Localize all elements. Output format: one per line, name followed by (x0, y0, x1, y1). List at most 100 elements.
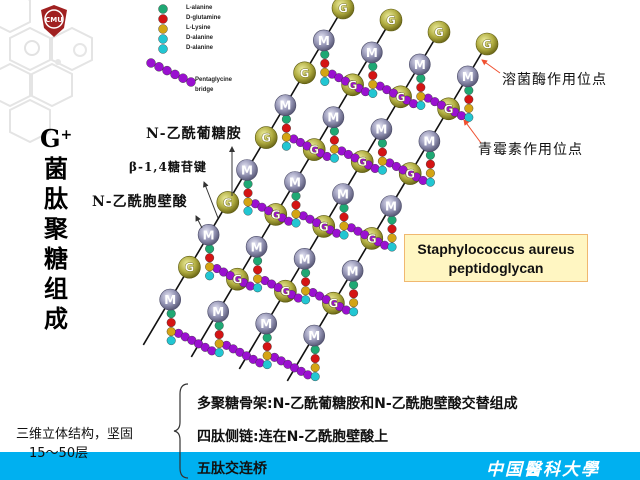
tetrapeptide-bead (310, 345, 320, 355)
tetrapeptide-bead (301, 295, 311, 305)
tetrapeptide-bead (387, 215, 397, 225)
label-glycosidic-bond: β-1,4糖苷键 (129, 160, 207, 174)
tetrapeptide-bead (253, 265, 263, 275)
nam-bead-letter: M (260, 317, 272, 331)
summary-item-pentapeptide-bridge: 五肽交连桥 (197, 461, 267, 477)
tetrapeptide-bead (416, 91, 426, 101)
summary-item-tetrapeptide: 四肽侧链:连在N-乙酰胞壁酸上 (197, 429, 389, 445)
tetrapeptide-bead (205, 253, 215, 263)
nag-bead-letter: G (261, 131, 271, 145)
pentaglycine-bridge-bead (370, 163, 380, 173)
tetrapeptide-bead (205, 244, 215, 254)
tetrapeptide-bead (349, 280, 359, 290)
nam-bead-letter: M (347, 264, 359, 278)
tetrapeptide-bead (291, 218, 301, 228)
tetrapeptide-bead (310, 354, 320, 364)
legend-amino-acid-bead (158, 34, 168, 44)
footer-university-logo: 中国醫科大學 (486, 460, 600, 480)
slide-title: G+ 菌 肽 聚 糖 组 成 (40, 124, 73, 333)
label-penicillin-site: 青霉素作用位点 (478, 142, 583, 158)
nam-bead (380, 195, 402, 217)
nag-bead-letter: G (338, 2, 348, 16)
tetrapeptide-bead (464, 85, 474, 95)
glycosidic-bond-arrow (203, 181, 219, 219)
nam-bead-letter: M (299, 252, 311, 266)
tetrapeptide-bead (339, 203, 349, 213)
nam-bead-letter: M (414, 58, 426, 72)
tetrapeptide-bead (464, 103, 474, 113)
pentaglycine-bridge-bead (332, 228, 342, 238)
nam-bead (456, 65, 479, 88)
nam-bead (207, 300, 229, 323)
pentaglycine-bridge-bead (360, 87, 370, 97)
nam-bead (293, 247, 316, 270)
tetrapeptide-bead (262, 333, 272, 343)
tetrapeptide-bead (291, 209, 301, 219)
curly-brace (173, 383, 189, 479)
pentaglycine-bridge-bead (255, 358, 265, 368)
nam-bead-letter: M (375, 123, 387, 137)
nam-bead (255, 312, 278, 335)
nam-bead-letter: M (385, 200, 397, 214)
nam-bead-letter: M (327, 111, 339, 125)
label-nam: N-乙酰胞壁酸 (92, 194, 188, 210)
nam-bead (197, 224, 220, 246)
tetrapeptide-bead (377, 147, 387, 157)
nam-bead-letter: M (203, 228, 215, 242)
tetrapeptide-bead (377, 156, 387, 166)
tetrapeptide-bead (291, 191, 301, 201)
tetrapeptide-bead (368, 70, 378, 80)
pentaglycine-bridge-bead (303, 370, 313, 380)
tetrapeptide-bead (243, 197, 253, 207)
tetrapeptide-bead (377, 138, 387, 148)
tetrapeptide-bead (166, 336, 176, 346)
legend (146, 4, 196, 87)
university-logo: CMU (41, 5, 67, 37)
tetrapeptide-bead (281, 114, 291, 124)
tetrapeptide-bead (214, 348, 224, 358)
tetrapeptide-bead (387, 224, 397, 234)
nam-bead-letter: M (289, 176, 301, 190)
nam-bead (236, 159, 258, 181)
tetrapeptide-bead (281, 132, 291, 142)
tetrapeptide-bead (416, 73, 426, 83)
legend-label-d-alanine: D-alanine (186, 35, 214, 41)
legend-glycine-bead (170, 69, 180, 80)
tetrapeptide-bead (214, 339, 224, 349)
tetrapeptide-bead (301, 277, 311, 287)
tetrapeptide-bead (310, 363, 320, 373)
tetrapeptide-bead (310, 372, 320, 382)
nag-bead-letter: G (405, 167, 415, 181)
tetrapeptide-bead (368, 88, 378, 98)
pentaglycine-bridge-bead (245, 281, 255, 291)
nag-bead (216, 191, 240, 214)
legend-label-pentaglycine: Pentaglycine (195, 77, 233, 83)
nag-bead-letter: G (348, 78, 358, 92)
pentaglycine-bridge-bead (408, 99, 418, 109)
tetrapeptide-bead (253, 256, 263, 266)
nam-bead (274, 94, 297, 116)
tetrapeptide-bead (464, 94, 474, 104)
nam-bead-letter: M (212, 305, 224, 319)
tetrapeptide-bead (166, 318, 176, 328)
nag-bead-letter: G (444, 102, 454, 116)
nag-bead (475, 32, 499, 56)
nag-bead-letter: G (482, 38, 492, 52)
label-nag: N-乙酰葡糖胺 (146, 126, 242, 142)
legend-label-d-glutamine: D-glutamine (186, 15, 221, 21)
tetrapeptide-bead (214, 321, 224, 331)
nam-bead (284, 171, 306, 193)
legend-amino-acid-bead (158, 44, 168, 54)
nag-bead-letter: G (367, 232, 377, 246)
university-logo-text: CMU (45, 16, 63, 24)
nam-bead-letter: M (366, 46, 378, 60)
nam-bead-letter: M (241, 164, 253, 178)
structure-note: 三维立体结构，坚固 (16, 427, 134, 442)
nag-bead-letter: G (223, 196, 233, 210)
nam-bead-letter: M (318, 34, 330, 48)
nam-bead-letter: M (337, 188, 349, 202)
tetrapeptide-bead (329, 126, 339, 136)
tetrapeptide-bead (339, 212, 349, 222)
nag-bead-letter: G (434, 26, 444, 40)
